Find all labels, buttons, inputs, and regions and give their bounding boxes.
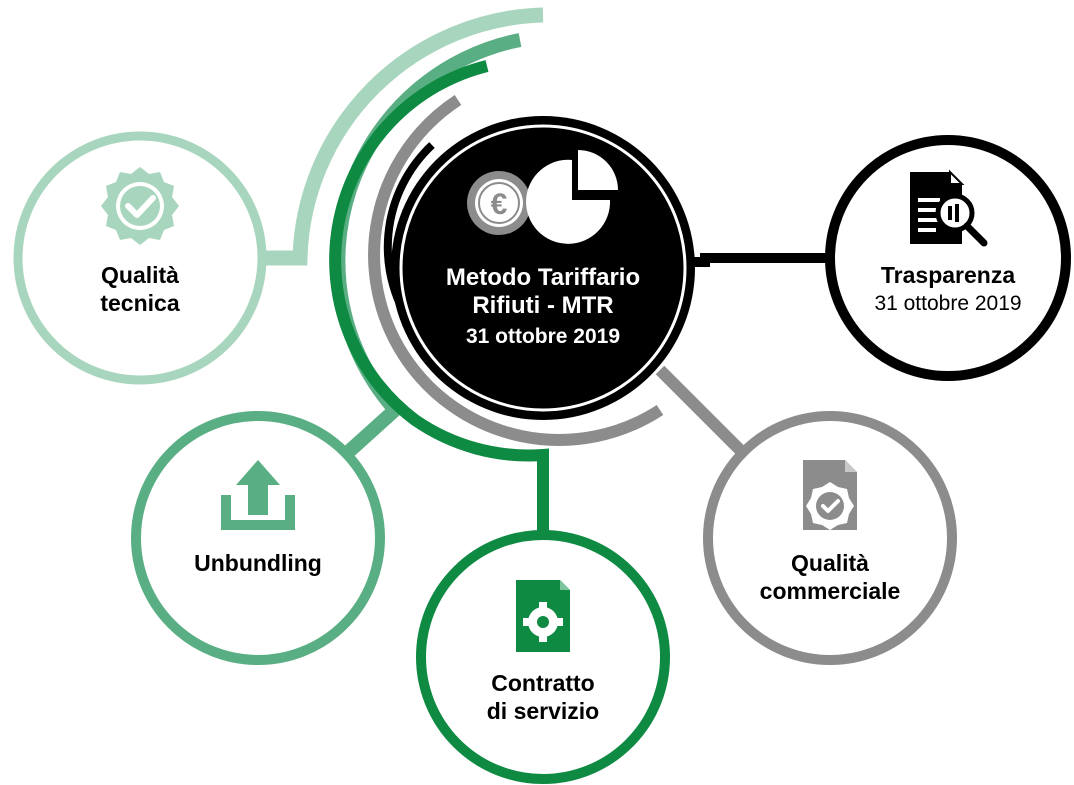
- badge-check-icon: [101, 167, 179, 245]
- connector-qualita-commerciale: [655, 365, 750, 460]
- upload-icon: [221, 460, 295, 530]
- center-date: 31 ottobre 2019: [466, 325, 620, 348]
- node-unbundling: Unbundling: [131, 411, 385, 665]
- euro-coin-icon: €: [467, 171, 531, 235]
- svg-text:€: €: [491, 188, 508, 221]
- contratto-line2: di servizio: [487, 698, 599, 724]
- center-title-line1: Metodo Tariffario: [446, 264, 640, 291]
- qualita-tecnica-line2: tecnica: [100, 290, 179, 316]
- contratto-line1: Contratto: [491, 670, 594, 696]
- node-qualita-tecnica: Qualità tecnica: [13, 131, 267, 385]
- document-gear-icon: [516, 580, 570, 652]
- arc-contratto: [329, 60, 549, 545]
- document-search-icon: [910, 169, 988, 247]
- arc-qualita-tecnica: [265, 7, 544, 266]
- arc-qualita-commerciale: [368, 94, 664, 446]
- qualita-tecnica-line1: Qualità: [101, 262, 179, 288]
- document-badge-icon: [803, 460, 857, 530]
- unbundling-label: Unbundling: [194, 550, 322, 576]
- trasparenza-date: 31 ottobre 2019: [874, 292, 1021, 315]
- center-node: € Metodo Tariffario Rifiuti - MTR 31 ott…: [391, 116, 695, 420]
- qualita-commerciale-line2: commerciale: [760, 578, 901, 604]
- node-contratto: Contratto di servizio: [416, 530, 670, 784]
- node-qualita-commerciale: Qualità commerciale: [703, 411, 957, 665]
- trasparenza-title: Trasparenza: [881, 262, 1015, 288]
- qualita-commerciale-line1: Qualità: [791, 550, 869, 576]
- pie-chart-icon: [526, 150, 618, 244]
- connector-trasparenza: [690, 253, 830, 267]
- node-trasparenza: Trasparenza 31 ottobre 2019: [825, 135, 1071, 381]
- center-title-line2: Rifiuti - MTR: [472, 292, 613, 319]
